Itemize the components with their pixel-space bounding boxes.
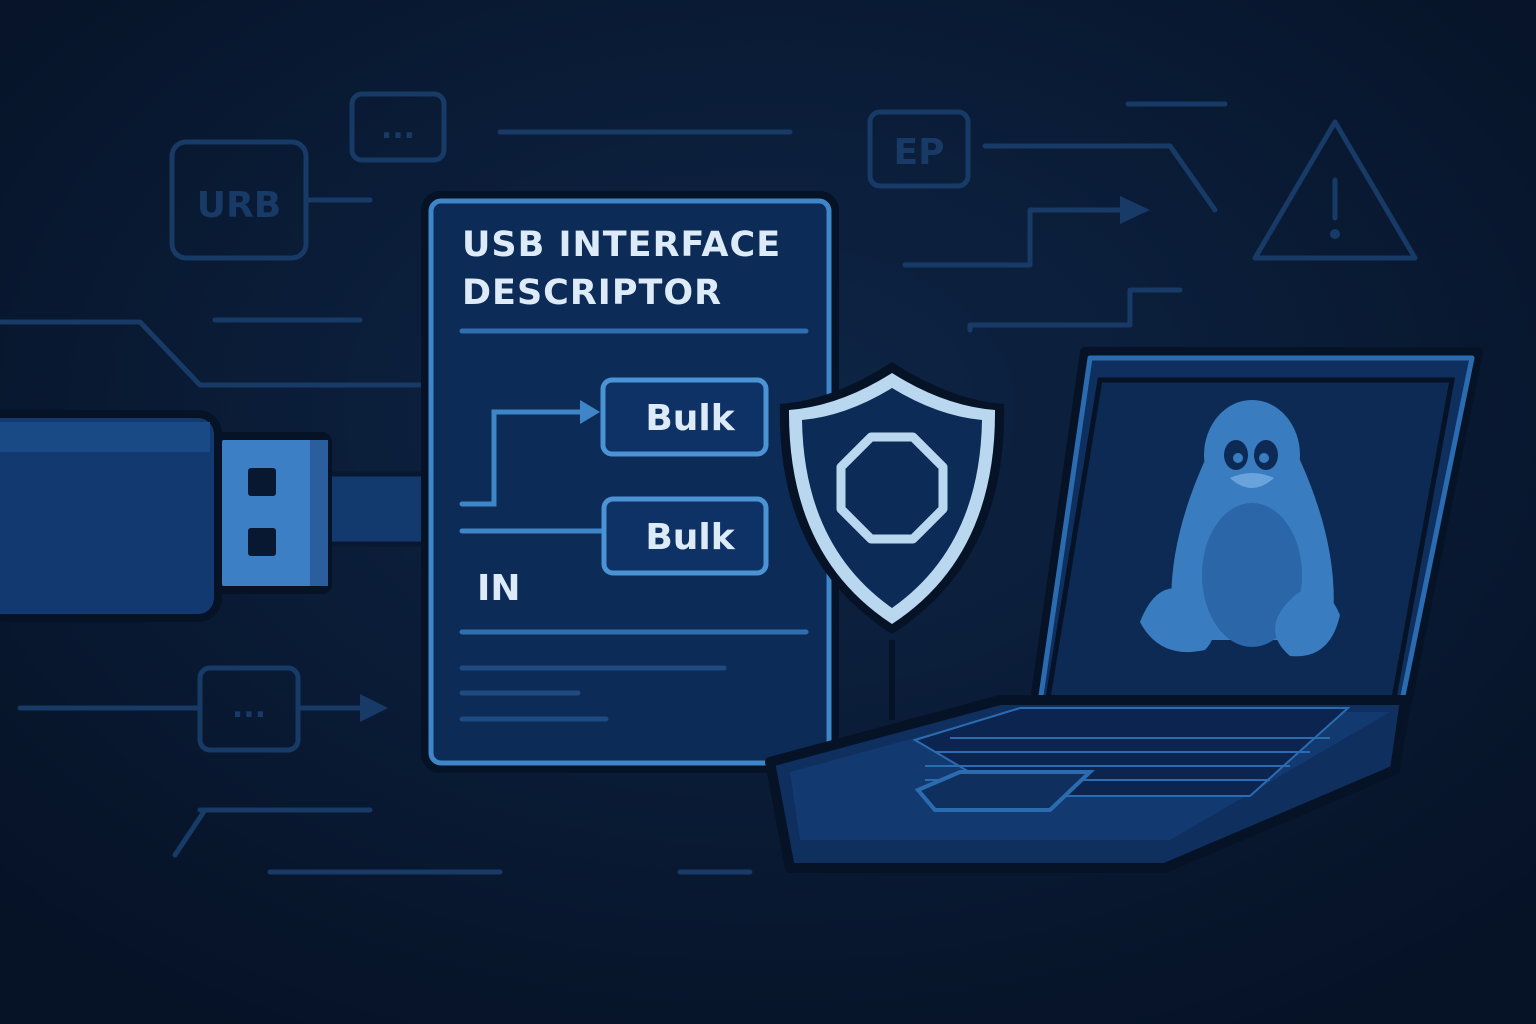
endpoint-bulk-1 — [600, 377, 769, 457]
direction-label: IN — [477, 568, 521, 609]
ep-label: EP — [894, 132, 945, 173]
arrow-head-icon — [580, 400, 600, 424]
descriptor-title-line2: DESCRIPTOR — [462, 273, 722, 313]
endpoint-bulk-2-label: Bulk — [645, 517, 735, 558]
shield-stop-icon — [779, 362, 1005, 720]
dots-label-top: ... — [381, 111, 415, 146]
circuit-lines — [0, 101, 1228, 875]
urb-label: URB — [197, 185, 281, 226]
divider — [459, 328, 809, 635]
descriptor-title-line1: USB INTERFACE — [462, 225, 781, 265]
endpoint-bulk-2 — [601, 496, 769, 576]
placeholder-lines — [459, 665, 727, 722]
usb-interface-descriptor-panel: USB INTERFACE DESCRIPTOR Bulk Bulk IN — [421, 191, 839, 773]
background-decor: URB ... EP ... — [0, 91, 1418, 875]
dots-box-top — [349, 91, 447, 163]
dots-label-bottom: ... — [232, 690, 266, 725]
connector-line — [459, 409, 587, 507]
trackpad — [914, 770, 1096, 812]
usb-plug-icon — [0, 410, 443, 622]
warning-icon — [1252, 119, 1418, 261]
ep-box — [867, 109, 971, 189]
linux-penguin-icon — [1140, 400, 1340, 657]
endpoint-bulk-1-label: Bulk — [645, 398, 735, 439]
